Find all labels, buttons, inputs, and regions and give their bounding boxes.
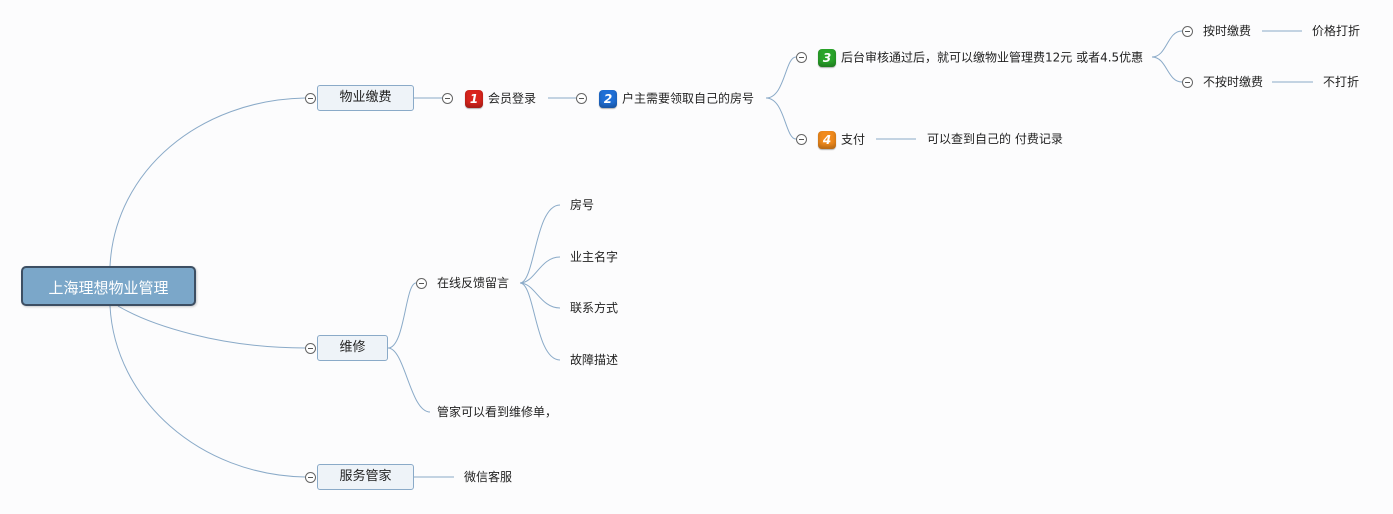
step1-label: 会员登录 — [488, 91, 537, 106]
collapse-step2-icon[interactable] — [576, 93, 587, 104]
root-node[interactable]: 上海理想物业管理 — [21, 266, 196, 306]
late-result-node[interactable]: 不打折 — [1323, 75, 1360, 89]
connector-feedback-field-1 — [519, 204, 561, 284]
feedback-field-contact[interactable]: 联系方式 — [570, 301, 619, 315]
ontime-node[interactable]: 按时缴费 — [1203, 24, 1252, 38]
connector-feedback-field-3 — [519, 282, 561, 309]
steward-note-node[interactable]: 管家可以看到维修单， — [437, 405, 558, 419]
connector-root-payment — [109, 97, 306, 267]
collapse-step4-icon[interactable] — [796, 134, 807, 145]
step3-node[interactable]: 3 后台审核通过后，就可以缴物业管理费12元 或者4.5优惠 — [818, 48, 1143, 67]
collapse-service-icon[interactable] — [305, 472, 316, 483]
branch-payment[interactable]: 物业缴费 — [317, 85, 414, 111]
connector-feedback-field-4 — [519, 282, 561, 361]
feedback-field-fault[interactable]: 故障描述 — [570, 353, 619, 367]
late-node[interactable]: 不按时缴费 — [1203, 75, 1264, 89]
collapse-step3-icon[interactable] — [796, 52, 807, 63]
branch-repair[interactable]: 维修 — [317, 335, 388, 361]
connector-repair-feedback — [387, 282, 417, 349]
connector-root-service — [109, 305, 306, 478]
service-child-node[interactable]: 微信客服 — [464, 470, 513, 484]
step4-node[interactable]: 4 支付 — [818, 130, 865, 149]
collapse-ontime-icon[interactable] — [1182, 26, 1193, 37]
feedback-field-owner-name[interactable]: 业主名字 — [570, 250, 619, 264]
connector-step2-step4 — [765, 97, 797, 140]
priority-1-icon: 1 — [465, 89, 483, 108]
feedback-field-room-number[interactable]: 房号 — [570, 198, 595, 212]
step1-node[interactable]: 1 会员登录 — [465, 89, 536, 108]
feedback-node[interactable]: 在线反馈留言 — [437, 276, 510, 290]
connector-repair-steward — [387, 347, 431, 413]
priority-3-icon: 3 — [818, 48, 836, 67]
collapse-step1-icon[interactable] — [442, 93, 453, 104]
ontime-result-node[interactable]: 价格打折 — [1312, 24, 1361, 38]
branch-service[interactable]: 服务管家 — [317, 464, 414, 490]
collapse-repair-icon[interactable] — [305, 343, 316, 354]
step3-label: 后台审核通过后，就可以缴物业管理费12元 或者4.5优惠 — [841, 50, 1144, 65]
connector-root-repair — [117, 305, 306, 349]
collapse-payment-icon[interactable] — [305, 93, 316, 104]
priority-4-icon: 4 — [818, 130, 836, 149]
step2-node[interactable]: 2 户主需要领取自己的房号 — [599, 89, 754, 108]
step4-label: 支付 — [841, 132, 866, 147]
step2-label: 户主需要领取自己的房号 — [622, 91, 755, 106]
collapse-feedback-icon[interactable] — [416, 278, 427, 289]
connector-step3-late — [1151, 56, 1183, 83]
connector-feedback-field-2 — [519, 256, 561, 284]
collapse-late-icon[interactable] — [1182, 77, 1193, 88]
connector-step3-ontime — [1151, 30, 1183, 58]
priority-2-icon: 2 — [599, 89, 617, 108]
step4-note-node[interactable]: 可以查到自己的 付费记录 — [927, 132, 1063, 146]
connector-step2-step3 — [765, 56, 797, 99]
